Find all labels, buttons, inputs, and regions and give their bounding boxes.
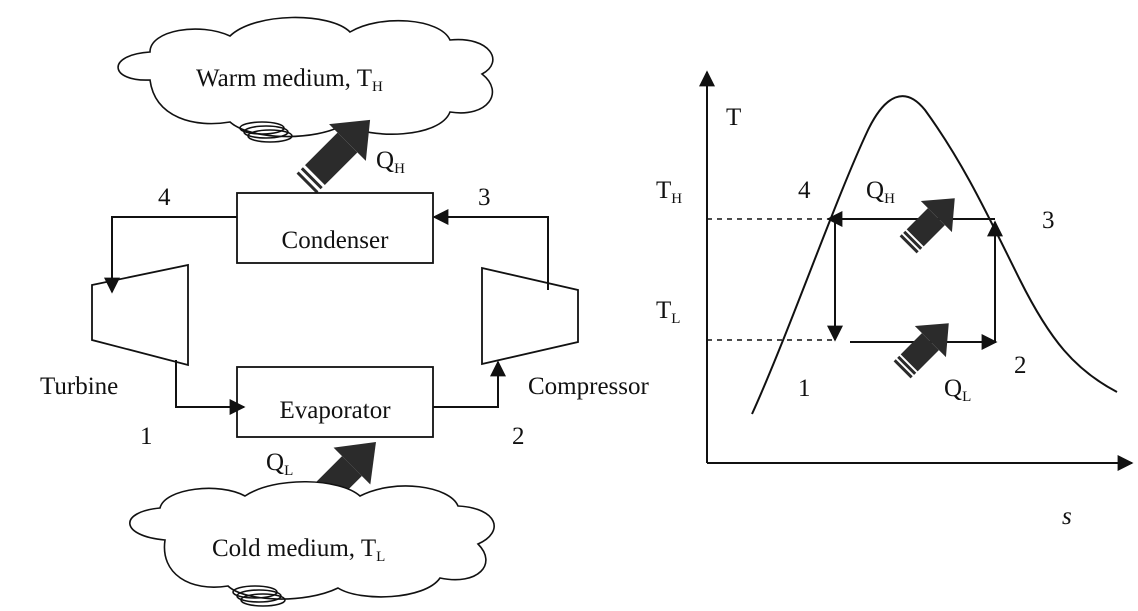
compressor-label: Compressor [528, 373, 650, 400]
tl-subscript: L [671, 311, 680, 327]
ts-ql-subscript: L [962, 389, 971, 405]
th-subscript: H [671, 191, 682, 207]
warm-medium-cloud: Warm medium, TH [117, 16, 494, 138]
ts-ql-label: Q [944, 375, 962, 402]
svg-text:TL: TL [656, 297, 680, 327]
tl-label: T [656, 297, 671, 324]
saturation-dome [751, 95, 1118, 415]
qh-subscript: H [394, 161, 405, 177]
cold-medium-subscript: L [376, 549, 385, 565]
heat-arrow-icon [899, 198, 955, 254]
ts-state-1-label: 1 [798, 375, 811, 402]
svg-text:Warm medium, TH: Warm medium, TH [196, 65, 383, 95]
ql-subscript: L [284, 463, 293, 479]
ts-state-4-label: 4 [798, 177, 811, 204]
ts-cycle-lines [826, 211, 1003, 350]
qh-label: Q [376, 147, 394, 174]
evaporator-label: Evaporator [279, 397, 391, 424]
th-label: T [656, 177, 671, 204]
svg-text:TH: TH [656, 177, 682, 207]
turbine-label: Turbine [40, 373, 118, 400]
warm-medium-subscript: H [372, 79, 383, 95]
ts-state-3-label: 3 [1042, 207, 1055, 234]
state-3-label: 3 [478, 184, 491, 211]
t-axis-label: T [726, 104, 741, 131]
s-axis-label: s [1062, 503, 1072, 530]
svg-text:QH: QH [376, 147, 405, 177]
state-2-label: 2 [512, 423, 525, 450]
ql-label: Q [266, 449, 284, 476]
ts-qh-subscript: H [884, 191, 895, 207]
heat-arrow-icon [893, 323, 949, 379]
condenser-box: Condenser [236, 192, 434, 264]
flow-lines [104, 209, 549, 415]
state-1-label: 1 [140, 423, 153, 450]
condenser-label: Condenser [282, 227, 390, 254]
state-4-label: 4 [158, 184, 171, 211]
evaporator-box: Evaporator [236, 366, 434, 438]
cold-medium-cloud: Cold medium, TL [129, 480, 495, 600]
compressor-shape [481, 266, 579, 366]
svg-text:Cold medium, TL: Cold medium, TL [212, 535, 385, 565]
heat-arrow-icon [296, 119, 371, 194]
cold-medium-label: Cold medium, T [212, 535, 376, 562]
ts-axes [699, 70, 1134, 471]
svg-text:QH: QH [866, 177, 895, 207]
warm-medium-label: Warm medium, T [196, 65, 372, 92]
svg-text:QL: QL [944, 375, 971, 405]
svg-text:QL: QL [266, 449, 293, 479]
warm-coil-icon [239, 121, 293, 143]
turbine-shape [91, 263, 189, 367]
cold-coil-icon [232, 585, 286, 607]
ts-qh-label: Q [866, 177, 884, 204]
ts-state-2-label: 2 [1014, 352, 1027, 379]
